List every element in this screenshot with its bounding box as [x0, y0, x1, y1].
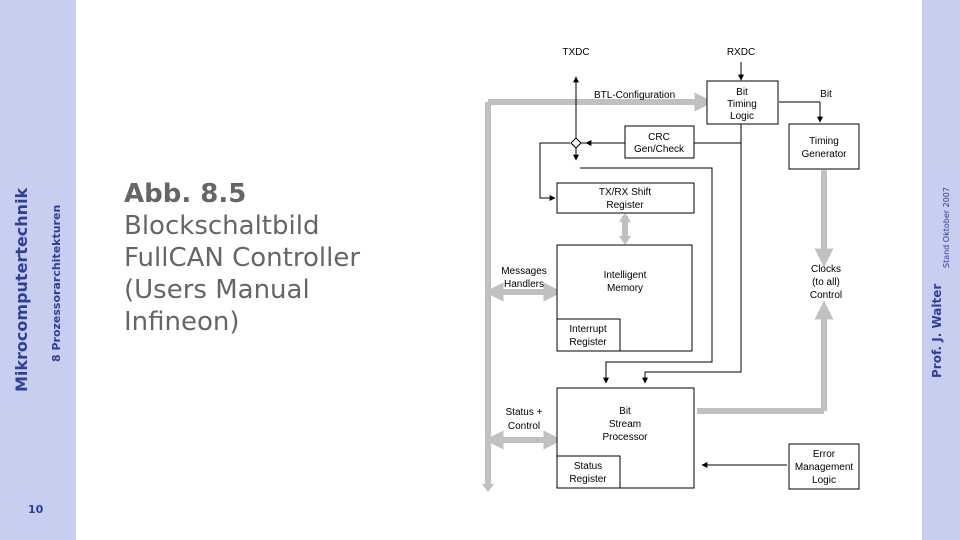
page-number: 10 — [28, 503, 44, 516]
caption-line-2: FullCAN Controller — [124, 243, 361, 273]
messages-label-2: Handlers — [504, 279, 544, 290]
bit-timing-line-3: Logic — [730, 111, 754, 122]
interrupt-register-block — [556, 318, 621, 352]
interrupt-line-1: Interrupt — [569, 324, 606, 335]
error-line-2: Management — [795, 462, 854, 473]
bit-stream-line-1: Bit — [619, 406, 631, 417]
status-register-block — [556, 455, 621, 489]
shift-bus-arrow-up — [619, 213, 631, 222]
crc-line-1: CRC — [648, 132, 670, 143]
left-sidebar — [0, 0, 76, 540]
bit-stream-line-3: Processor — [602, 432, 648, 443]
shift-register-line-1: TX/RX Shift — [599, 187, 651, 198]
caption-line-4: Infineon) — [124, 307, 240, 337]
bit-label: Bit — [820, 89, 832, 100]
bit-stream-line-2: Stream — [609, 419, 641, 430]
timing-to-processor — [642, 143, 742, 384]
figure-caption: Abb. 8.5 Blockschaltbild FullCAN Control… — [124, 178, 404, 338]
bit-timing-line-2: Timing — [727, 99, 757, 110]
status-register-line-1: Status — [574, 461, 602, 472]
memory-line-2: Memory — [607, 283, 643, 294]
timing-generator-block — [788, 123, 860, 170]
txdc-label: TXDC — [562, 47, 589, 58]
interrupt-line-2: Register — [569, 337, 607, 348]
shift-register-block — [556, 182, 695, 214]
main-bus-arrow — [482, 484, 494, 492]
status-control-label-2: Control — [508, 421, 540, 432]
crc-line-2: Gen/Check — [634, 144, 685, 155]
status-control-label-1: Status + — [506, 407, 543, 418]
caption-line-3: (Users Manual — [124, 275, 310, 305]
bit-timing-line-1: Bit — [736, 87, 748, 98]
clocks-line-3: Control — [810, 290, 842, 301]
bit-timing-block — [706, 80, 779, 125]
timing-generator-line-1: Timing — [809, 136, 839, 147]
timing-generator-line-2: Generator — [801, 149, 847, 160]
error-line-1: Error — [813, 449, 836, 460]
status-register-line-2: Register — [569, 474, 607, 485]
shift-loop-line — [539, 142, 570, 201]
error-management-block — [788, 443, 860, 490]
shift-to-processor — [580, 167, 713, 384]
error-line-3: Logic — [812, 475, 836, 486]
memory-line-1: Intelligent — [604, 270, 647, 281]
rxdc-label: RXDC — [727, 47, 755, 58]
btl-config-label: BTL-Configuration — [594, 90, 675, 101]
figure-number: Abb. 8.5 — [124, 179, 247, 209]
clocks-line-1: Clocks — [811, 264, 841, 275]
shift-register-line-2: Register — [606, 200, 644, 211]
caption-line-1: Blockschaltbild — [124, 211, 320, 241]
shift-bus-arrow-down — [619, 236, 631, 245]
clocks-line-2: (to all) — [812, 277, 840, 288]
right-sidebar — [922, 0, 960, 540]
crc-block — [624, 125, 695, 159]
messages-label-1: Messages — [501, 266, 547, 277]
junction-node — [570, 137, 582, 149]
